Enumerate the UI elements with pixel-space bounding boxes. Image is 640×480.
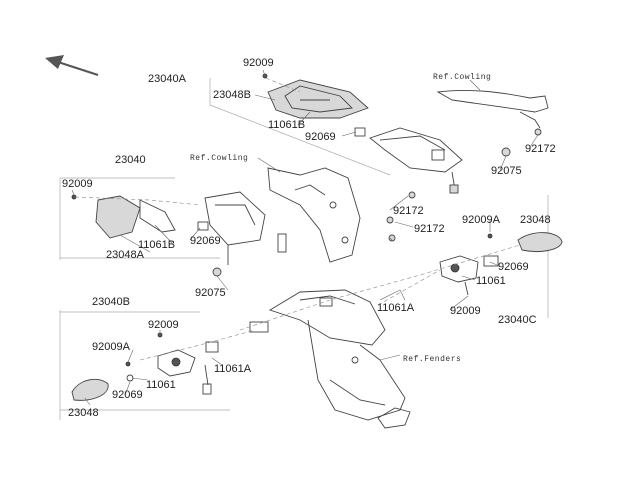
label-23040b: 23040B xyxy=(92,296,130,308)
assembly-line-middle xyxy=(239,244,521,331)
label-92009-bottom: 92009 xyxy=(148,319,179,331)
label-92172-a: 92172 xyxy=(393,205,424,217)
label-11061-bottom: 11061 xyxy=(146,379,176,391)
label-92069-top: 92069 xyxy=(305,131,336,143)
turn-signal-23040c xyxy=(439,232,563,296)
label-92009a-bottom: 92009A xyxy=(92,341,131,353)
front-direction-arrow-icon xyxy=(45,55,99,76)
label-ref-fenders: Ref.Fenders xyxy=(403,355,461,364)
label-23040a: 23040A xyxy=(148,73,187,85)
label-23048a: 23048A xyxy=(106,249,145,261)
grommet-92172 xyxy=(386,128,542,242)
label-23048-right: 23048 xyxy=(520,214,551,226)
light-assembly-23040 xyxy=(71,191,287,277)
label-92069-right: 92069 xyxy=(498,261,529,273)
bracket-23040 xyxy=(59,178,220,260)
bracket-23040a xyxy=(209,78,391,176)
label-92069-left: 92069 xyxy=(190,235,221,247)
cowling-reference-mid xyxy=(267,167,361,263)
label-ref-cowling-top: Ref.Cowling xyxy=(433,73,491,82)
label-11061-right: 11061 xyxy=(476,275,506,287)
assembly-line-right xyxy=(377,269,441,306)
label-23040c: 23040C xyxy=(498,314,537,326)
label-92009-left: 92009 xyxy=(62,178,93,190)
label-11061a-center: 11061A xyxy=(377,302,415,314)
assembly-line-upper xyxy=(74,196,201,206)
label-92172-b: 92172 xyxy=(414,223,445,235)
label-23048b: 23048B xyxy=(213,89,251,101)
cowling-reference-top xyxy=(436,79,549,129)
assembly-line-lower xyxy=(139,329,256,361)
assembly-line-top xyxy=(265,77,301,93)
label-23048-bottom: 23048 xyxy=(68,407,99,419)
turn-signal-23040b xyxy=(71,332,219,401)
label-92009-top: 92009 xyxy=(243,57,274,69)
label-92009a-right: 92009A xyxy=(462,214,501,226)
leader-lines xyxy=(71,69,539,406)
label-92172-right: 92172 xyxy=(525,143,556,155)
label-23040: 23040 xyxy=(115,154,146,166)
label-ref-cowling-mid: Ref.Cowling xyxy=(190,154,248,163)
label-92069-bottom: 92069 xyxy=(112,389,143,401)
label-11061b-top: 11061B xyxy=(268,119,305,131)
label-11061a-bottom: 11061A xyxy=(214,363,252,375)
label-92075-left: 92075 xyxy=(195,287,226,299)
label-92009-right: 92009 xyxy=(450,305,481,317)
rear-fender-assembly xyxy=(249,289,411,429)
bracket-23040b xyxy=(59,310,230,420)
label-92075-right: 92075 xyxy=(491,165,522,177)
label-11061b-left: 11061B xyxy=(138,239,175,251)
